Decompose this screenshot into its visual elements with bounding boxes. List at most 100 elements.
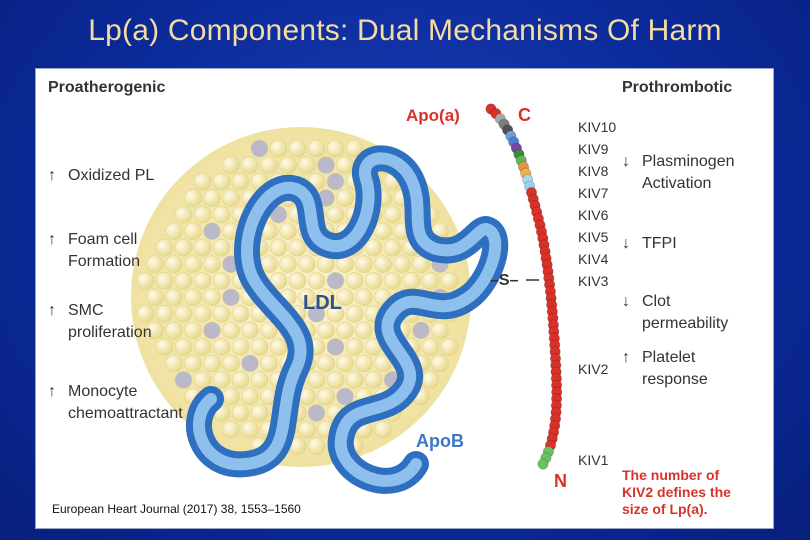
lipid-bead [222, 321, 240, 340]
lipid-bead [212, 205, 231, 224]
lipid-bead [155, 238, 174, 257]
lipid-bead [203, 255, 221, 273]
right-effect-3: ↓Clot permeability [622, 293, 729, 332]
apoa-chain [485, 103, 563, 470]
lipid-bead [355, 321, 373, 340]
lipid-bead [212, 305, 231, 323]
arrow-up-icon: ↑ [48, 231, 56, 248]
kringle-label: KIV8 [578, 163, 609, 179]
lipid-bead [326, 172, 345, 191]
lipid-bead [212, 172, 231, 191]
lipid-bead [345, 272, 364, 290]
lipid-bead [222, 189, 240, 207]
lipid-bead [355, 354, 373, 373]
lipid-bead [174, 371, 193, 389]
lipid-bead [298, 255, 316, 273]
lipid-bead [212, 338, 231, 356]
lipid-bead [260, 354, 278, 373]
kringle-label: KIV9 [578, 141, 609, 157]
lipid-bead [326, 139, 345, 158]
lipid-bead [326, 371, 345, 389]
lipid-bead [184, 255, 202, 273]
lipid-bead [165, 222, 183, 240]
lipid-bead [212, 238, 231, 257]
lipid-bead [345, 139, 364, 158]
lipid-bead [193, 272, 212, 290]
lipid-bead [355, 255, 373, 273]
lipid-bead [364, 238, 383, 257]
kringle-label: KIV3 [578, 273, 609, 289]
lipid-bead [241, 321, 259, 340]
disulfide-bond: –S– [490, 272, 519, 289]
lipid-bead [193, 338, 212, 356]
lipid-bead [298, 420, 316, 439]
lipid-bead [336, 354, 354, 373]
lipid-bead [288, 139, 307, 158]
lipid-bead [203, 222, 221, 240]
arrow-up-icon: ↑ [48, 167, 56, 184]
lipid-bead [212, 371, 231, 389]
lipid-bead [288, 238, 307, 257]
kringle-label: KIV5 [578, 229, 609, 245]
lipid-bead [222, 288, 240, 307]
lipid-bead [383, 272, 402, 290]
lipid-bead [165, 354, 183, 373]
citation: European Heart Journal (2017) 38, 1553–1… [52, 502, 301, 516]
lipid-bead [298, 156, 316, 174]
arrow-down-icon: ↓ [622, 293, 630, 310]
lipid-bead [336, 156, 354, 174]
lipid-bead [193, 205, 212, 224]
lipid-bead [317, 288, 335, 307]
lipid-bead [250, 371, 269, 389]
c-terminus-label: C [518, 105, 531, 125]
lipid-bead [184, 222, 202, 240]
lipid-bead [383, 205, 402, 224]
lipid-bead [231, 371, 250, 389]
proatherogenic-header: Proatherogenic [48, 79, 166, 96]
lipid-bead [307, 437, 326, 455]
arrow-down-icon: ↓ [622, 153, 630, 170]
lipid-bead [184, 321, 202, 340]
lipid-bead [307, 404, 326, 422]
lipid-bead [279, 255, 297, 273]
lipid-bead [165, 255, 183, 273]
ldl-label: LDL [303, 292, 342, 314]
lipid-bead [402, 272, 421, 290]
right-effect-4: ↑Platelet response [622, 349, 708, 388]
lipid-bead [174, 238, 193, 257]
disulfide-label: –S– [490, 272, 519, 289]
lipid-bead [222, 156, 240, 174]
lipid-bead [440, 272, 459, 290]
lipid-bead [241, 354, 259, 373]
figure-panel: –S– LDL Apo(a) C N ApoB Proatherogenic P… [35, 68, 774, 529]
lipid-bead [184, 288, 202, 307]
lipid-bead [165, 321, 183, 340]
lipid-bead [241, 420, 259, 439]
lipid-bead [260, 321, 278, 340]
lipid-bead [298, 288, 316, 307]
kringle-label: KIV2 [578, 361, 609, 377]
lipid-bead [345, 305, 364, 323]
lipid-bead [241, 156, 259, 174]
lipid-bead [241, 387, 259, 406]
lipid-bead [374, 420, 392, 439]
lipid-bead [269, 139, 288, 158]
lipid-bead [193, 172, 212, 191]
lipid-bead [288, 272, 307, 290]
lipid-bead [203, 354, 221, 373]
lipid-bead [307, 139, 326, 158]
lipid-bead [193, 371, 212, 389]
lipid-bead [336, 288, 354, 307]
left-effect-2: ↑Foam cell Formation [48, 231, 141, 270]
left-effect-1: ↑Oxidized PL [48, 165, 154, 187]
kringle-label: KIV4 [578, 251, 609, 267]
lipid-bead [317, 354, 335, 373]
lipid-bead [326, 205, 345, 224]
lipid-bead [307, 305, 326, 323]
lipid-bead [174, 338, 193, 356]
kiv2-note: The number of KIV2 defines the size of L… [622, 467, 731, 517]
lipid-bead [374, 222, 392, 240]
lipid-bead [222, 354, 240, 373]
right-effect-1: ↓Plasminogen Activation [622, 153, 735, 192]
lipid-bead [374, 255, 392, 273]
